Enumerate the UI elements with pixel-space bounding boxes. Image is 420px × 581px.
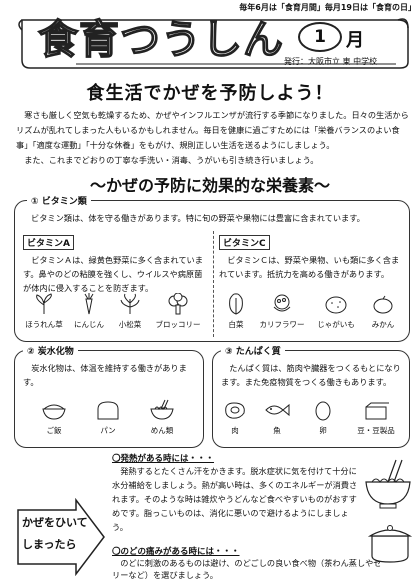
food-beans: 豆・豆製品	[345, 399, 407, 436]
chawanmushi-illustration	[367, 525, 413, 563]
fish-icon	[265, 403, 290, 417]
food-label: じゃがいも	[317, 320, 355, 329]
food-label: ブロッコリー	[155, 320, 201, 329]
food-label: 白菜	[228, 320, 244, 329]
newsletter-title: 食育つうしん	[37, 16, 284, 63]
publisher: 発行：大阪市立 東 中学校	[284, 57, 378, 66]
vitamins-box: ① ビタミン類 ビタミン類は、体を守る働きがあります。特に旬の野菜や果物には豊富…	[14, 194, 410, 342]
arrow-line: しまったら	[22, 538, 77, 551]
food-fish: 魚	[255, 399, 299, 436]
throat-advice: 〇のどの痛みがある時には・・・ のどに刺激のあるものは避け、のどごしの良い食べ物…	[112, 545, 382, 581]
issue-number: 1	[298, 22, 342, 52]
food-label: めん類	[150, 426, 174, 435]
vitamin-c-panel: ビタミンC ビタミンＣは、野菜や果物、いも類に多く含まれています。抵抗力を高める…	[219, 231, 405, 281]
food-mikan: みかん	[363, 293, 403, 330]
vitamin-c-text: ビタミンＣは、野菜や果物、いも類に多く含まれています。抵抗力を高める働きがありま…	[219, 255, 400, 279]
chinese-cabbage-icon	[229, 293, 243, 315]
cauliflower-icon	[273, 294, 291, 312]
protein-text: たんぱく質は、筋肉や臓器をつくるもとになります。また免疫物質をつくる働きもありま…	[221, 363, 401, 387]
food-egg: 卵	[305, 399, 341, 436]
food-label: 豆・豆製品	[357, 426, 395, 435]
section-title: 〜かぜの予防に効果的な栄養素〜	[89, 176, 330, 195]
food-label: 卵	[319, 426, 327, 435]
protein-label: ③ たんぱく質	[221, 344, 285, 357]
cold-arrow: かぜをひいて しまったら	[16, 497, 106, 577]
food-noodles: めん類	[141, 399, 183, 436]
food-potato: じゃがいも	[313, 293, 359, 330]
bread-icon	[97, 401, 119, 420]
food-spinach: ほうれん草	[21, 293, 67, 330]
spinach-icon	[36, 293, 52, 314]
potato-icon	[325, 296, 347, 314]
mandarin-orange-icon	[373, 295, 393, 314]
carbs-text: 炭水化物は、体温を維持する働きがあります。	[23, 363, 187, 387]
food-rice: ご飯	[33, 399, 75, 436]
throat-heading: 〇のどの痛みがある時には・・・	[112, 547, 240, 557]
vitamin-a-label: ビタミンA	[23, 235, 74, 250]
intro-paragraph: また、これまでどおりの丁寧な手洗い・消毒、うがいも引き続き行いましょう。	[24, 155, 319, 165]
fever-text: 発熱するとたくさん汗をかきます。脱水症状に気を付けて十分に水分補給をしましょう。…	[112, 466, 358, 532]
carbs-label: ② 炭水化物	[23, 344, 78, 357]
arrow-shape	[17, 497, 105, 577]
vitamin-c-label: ビタミンC	[219, 235, 270, 250]
vitamin-a-panel: ビタミンA ビタミンＡは、緑黄色野菜に多く含まれています。鼻やのどの粘膜を強くし…	[23, 231, 209, 295]
food-label: みかん	[371, 320, 395, 329]
intro-paragraph: 寒さも厳しく空気も乾燥するため、かぜやインフルエンザが流行する季節になりました。…	[16, 110, 409, 150]
egg-icon	[315, 401, 331, 421]
vitamins-label: ① ビタミン類	[27, 194, 91, 207]
headline: 食生活でかぜを予防しよう！	[86, 83, 334, 104]
food-broccoli: ブロッコリー	[149, 292, 207, 330]
komatsuna-icon	[120, 293, 140, 314]
intro-text: 寒さも厳しく空気も乾燥するため、かぜやインフルエンザが流行する季節になりました。…	[16, 108, 412, 168]
food-label: カリフラワー	[259, 320, 305, 329]
arrow-line: かぜをひいて	[22, 516, 88, 529]
food-label: ご飯	[46, 426, 62, 435]
meat-icon	[225, 402, 245, 419]
food-hakusai: 白菜	[219, 293, 253, 330]
rice-bowl-icon	[42, 404, 66, 420]
vitamin-divider	[213, 231, 214, 337]
food-carrot: にんじん	[69, 293, 109, 330]
throat-text: のどに刺激のあるものは避け、のどごしの良い食べ物（茶わん蒸しやゼリーなど）を選び…	[112, 558, 382, 580]
carbs-box: ② 炭水化物 炭水化物は、体温を維持する働きがあります。 ご飯 パン めん類	[14, 344, 204, 448]
top-note: 毎年6月は「食育月間」毎月19日は「食育の日」	[239, 3, 416, 12]
arrow-text: かぜをひいて しまったら	[22, 512, 88, 556]
noodle-bowl-icon	[150, 399, 174, 420]
food-komatsuna: 小松菜	[111, 293, 149, 330]
food-label: 肉	[231, 426, 239, 435]
food-bread: パン	[87, 399, 129, 436]
fever-heading: 〇発熱がある時には・・・	[112, 454, 215, 464]
food-meat: 肉	[217, 399, 253, 436]
food-label: パン	[100, 426, 116, 435]
vitamin-a-text: ビタミンＡは、緑黄色野菜に多く含まれています。鼻やのどの粘膜を強くし、ウイルスや…	[23, 255, 203, 293]
vitamins-text: ビタミン類は、体を守る働きがあります。特に旬の野菜や果物には豊富に含まれています…	[31, 213, 365, 223]
food-cauliflower: カリフラワー	[253, 293, 311, 330]
tofu-beans-icon	[365, 402, 390, 420]
newsletter-banner: 食育つうしん 1 月 発行：大阪市立 東 中学校	[16, 14, 412, 72]
food-label: にんじん	[74, 320, 104, 329]
carrot-icon	[84, 293, 94, 315]
broccoli-icon	[168, 292, 188, 315]
food-label: ほうれん草	[25, 320, 63, 329]
protein-box: ③ たんぱく質 たんぱく質は、筋肉や臓器をつくるもとになります。また免疫物質をつ…	[212, 344, 410, 448]
food-label: 小松菜	[118, 320, 142, 329]
fever-advice: 〇発熱がある時には・・・ 発熱するとたくさん汗をかきます。脱水症状に気を付けて十…	[112, 452, 358, 534]
udon-bowl-illustration	[365, 459, 411, 509]
issue-unit: 月	[346, 30, 364, 51]
food-label: 魚	[273, 426, 281, 435]
